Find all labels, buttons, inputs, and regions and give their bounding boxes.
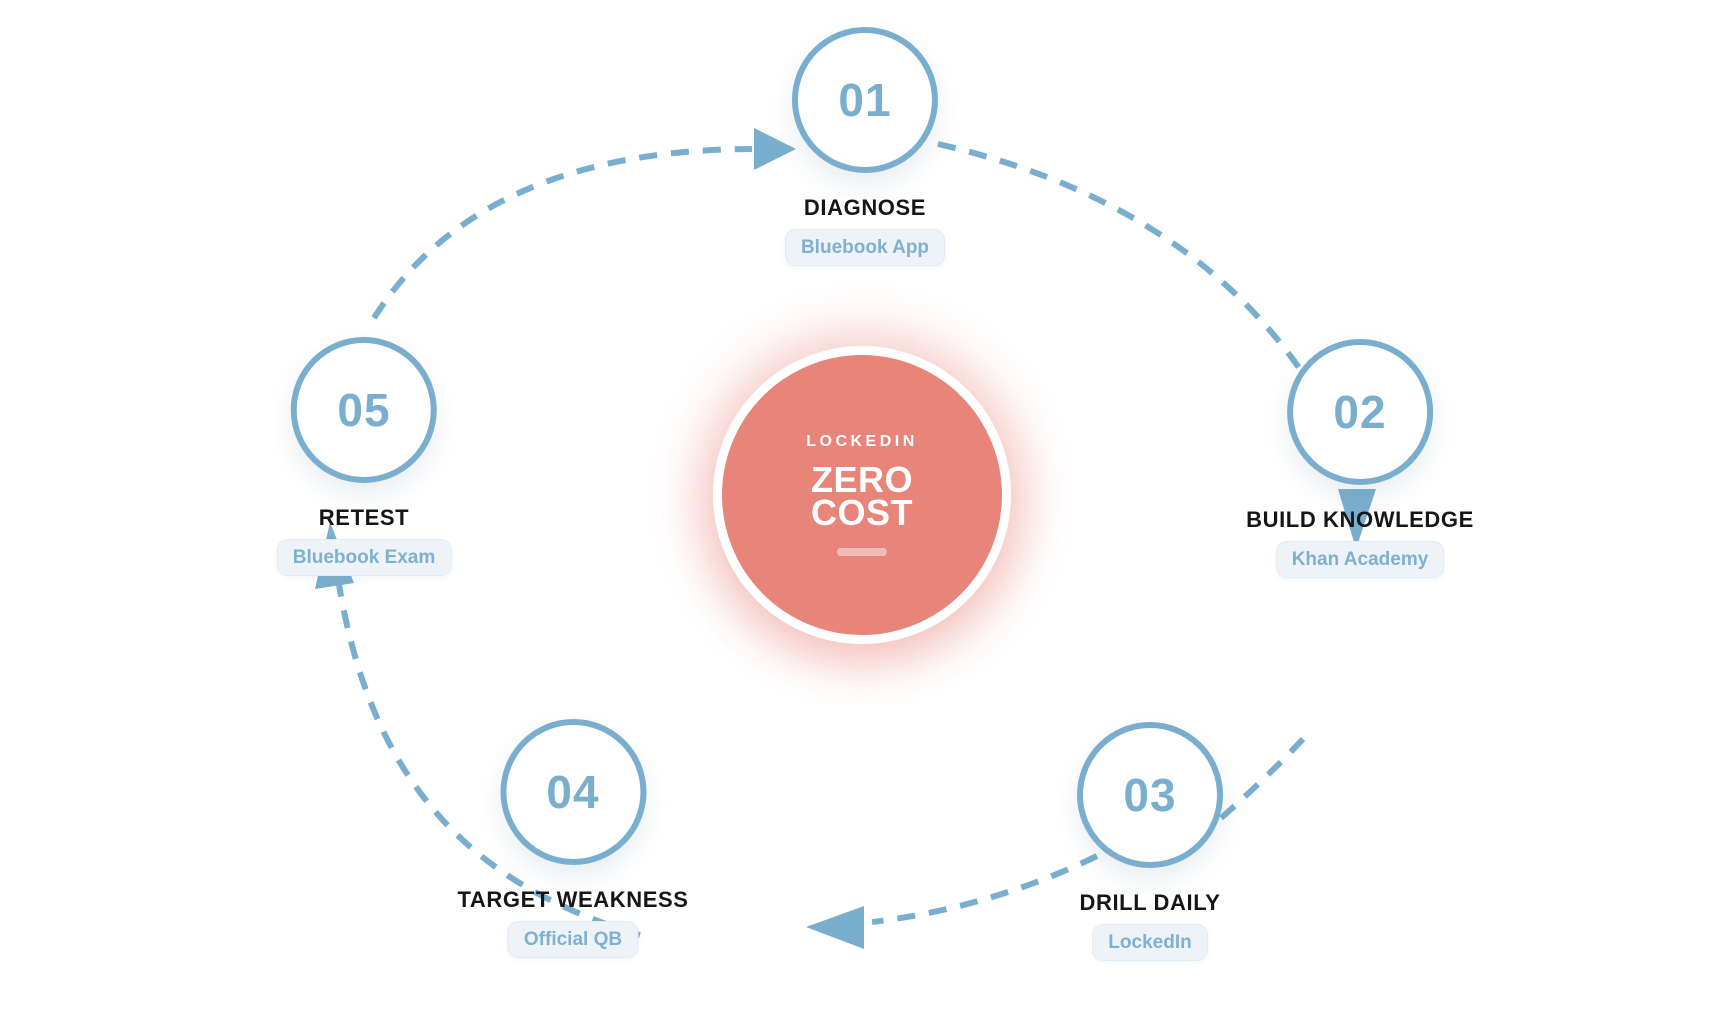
step-label: BUILD KNOWLEDGE	[1246, 507, 1474, 532]
arc-diagnose-to-build	[937, 141, 1305, 374]
step-node-build-knowledge: 02 BUILD KNOWLEDGE Khan Academy	[1246, 339, 1474, 578]
step-circle: 03	[1077, 722, 1223, 868]
tool-badge: Bluebook Exam	[276, 539, 452, 576]
arrowhead-to-diagnose	[754, 128, 796, 170]
step-number: 03	[1123, 769, 1177, 821]
arrowhead-to-build-knowledge	[1338, 489, 1376, 549]
step-node-retest: 05 RETEST Bluebook Exam	[276, 337, 452, 576]
step-node-drill-daily: 03 DRILL DAILY LockedIn	[1077, 722, 1223, 961]
arc-build-to-drill	[1203, 736, 1306, 835]
step-number: 01	[838, 74, 892, 126]
center-goal-circle: LOCKEDIN ZERO COST	[713, 346, 1011, 644]
arc-target-to-retest	[333, 564, 641, 938]
step-label: TARGET WEAKNESS	[457, 887, 689, 912]
step-node-diagnose: 01 DIAGNOSE Bluebook App	[784, 27, 946, 266]
step-label: DRILL DAILY	[1079, 890, 1221, 915]
step-circle: 05	[290, 337, 437, 483]
arc-drill-to-target	[871, 853, 1099, 925]
center-title-line2: COST	[810, 492, 913, 533]
step-number: 02	[1333, 386, 1387, 438]
arc-retest-to-diagnose	[371, 146, 753, 320]
center-divider	[837, 548, 887, 556]
tool-badge: Official QB	[507, 921, 639, 958]
tool-badge: LockedIn	[1092, 924, 1208, 961]
step-circle: 04	[499, 719, 646, 865]
tool-badge: Khan Academy	[1275, 541, 1445, 578]
center-brand: LOCKEDIN	[806, 433, 918, 450]
tool-badge: Bluebook App	[784, 229, 946, 266]
step-circle: 02	[1286, 339, 1433, 485]
step-number: 04	[546, 766, 600, 818]
step-node-target-weakness: 04 TARGET WEAKNESS Official QB	[457, 719, 688, 958]
step-number: 05	[337, 384, 391, 436]
center-title: ZERO COST	[810, 459, 913, 533]
step-circle: 01	[791, 27, 938, 173]
step-label: RETEST	[318, 505, 410, 530]
arrowhead-to-target-weakness	[806, 906, 864, 949]
step-label: DIAGNOSE	[803, 195, 927, 220]
center-title-line1: ZERO	[810, 459, 913, 500]
